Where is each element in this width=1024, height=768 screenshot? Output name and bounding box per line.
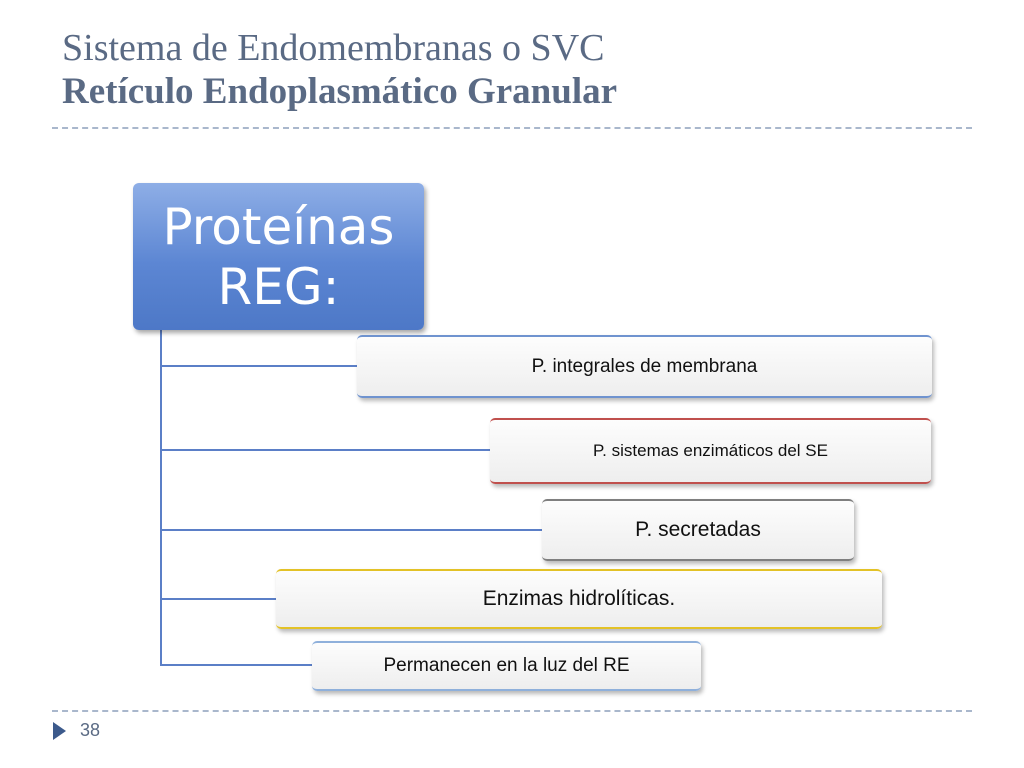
slide-title: Sistema de Endomembranas o SVC Retículo … <box>62 26 962 114</box>
child-node-secretadas: P. secretadas <box>542 499 854 561</box>
root-node-label: Proteínas REG: <box>162 197 395 316</box>
root-node-proteinas-reg: Proteínas REG: <box>133 183 424 330</box>
page-number: 38 <box>80 720 101 740</box>
slide-title-line-1: Sistema de Endomembranas o SVC <box>62 27 605 69</box>
title-divider <box>52 127 972 129</box>
slide-title-line-2: Retículo Endoplasmático Granular <box>62 71 618 112</box>
child-node-enzimaticos: P. sistemas enzimáticos del SE <box>490 418 931 484</box>
footer-arrow-icon <box>53 722 66 740</box>
child-node-luz-re: Permanecen en la luz del RE <box>312 641 701 691</box>
child-node-hidroliticas: Enzimas hidrolíticas. <box>276 569 882 629</box>
footer-divider <box>52 710 972 712</box>
child-node-integrales: P. integrales de membrana <box>357 335 932 398</box>
